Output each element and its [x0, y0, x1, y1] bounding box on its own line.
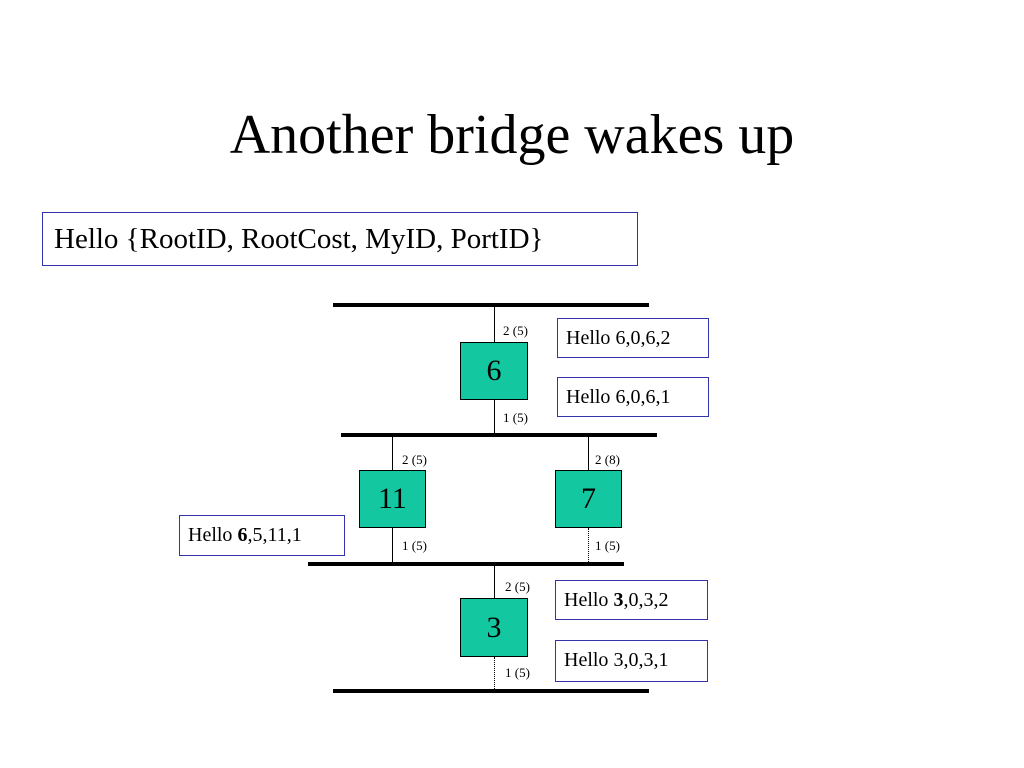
hello-message-bridge-11-port-1: Hello 6,5,11,1: [179, 515, 345, 556]
hello-format-legend: Hello {RootID, RootCost, MyID, PortID}: [42, 212, 638, 266]
lan-segment-lower-middle: [308, 562, 624, 566]
lan-segment-upper-middle: [341, 433, 657, 437]
hello-values: 6,0,6,1: [615, 386, 671, 408]
bridge-7-port-2-label: 2 (8): [595, 452, 620, 467]
bridge-11-port-1-label: 1 (5): [402, 538, 427, 553]
hello-prefix: Hello: [188, 524, 238, 546]
bridge-6-port-1-link: [494, 400, 495, 433]
hello-values: 6,0,6,2: [615, 327, 671, 349]
bridge-3-port-2-label: 2 (5): [505, 579, 530, 594]
bridge-7-port-1-link: [588, 528, 589, 562]
hello-values: ,5,11,1: [247, 524, 302, 546]
hello-values: ,0,3,2: [623, 589, 669, 611]
hello-message-bridge-3-port-1: Hello 3,0,3,1: [555, 640, 708, 682]
bridge-6-port-1-label: 1 (5): [503, 410, 528, 425]
slide-title: Another bridge wakes up: [229, 104, 795, 166]
bridge-11-port-1-link: [392, 528, 393, 562]
bridge-3-port-1-label: 1 (5): [505, 665, 530, 680]
hello-message-bridge-3-port-2: Hello 3,0,3,2: [555, 580, 708, 620]
bridge-11: 11: [359, 470, 426, 528]
bridge-6-port-2-link: [494, 307, 495, 342]
hello-prefix: Hello: [566, 327, 616, 349]
bridge-3: 3: [460, 598, 528, 657]
bridge-7: 7: [555, 470, 622, 528]
hello-message-bridge-6-port-2: Hello 6,0,6,2: [557, 318, 709, 358]
bridge-3-port-2-link: [494, 566, 495, 598]
bridge-6: 6: [460, 342, 528, 400]
bridge-7-port-1-label: 1 (5): [595, 538, 620, 553]
bridge-6-port-2-label: 2 (5): [503, 323, 528, 338]
hello-prefix: Hello: [564, 649, 614, 671]
hello-message-bridge-6-port-1: Hello 6,0,6,1: [557, 377, 709, 417]
bridge-11-port-2-label: 2 (5): [402, 452, 427, 467]
hello-values: 3,0,3,1: [613, 649, 669, 671]
lan-segment-bottom: [333, 689, 649, 693]
hello-prefix: Hello: [564, 589, 614, 611]
bridge-7-port-2-link: [588, 437, 589, 470]
hello-prefix: Hello: [566, 386, 616, 408]
bridge-11-port-2-link: [392, 437, 393, 470]
lan-segment-top: [333, 303, 649, 307]
hello-root-id-highlight: 3: [613, 589, 624, 611]
hello-root-id-highlight: 6: [237, 524, 248, 546]
bridge-3-port-1-link: [494, 657, 495, 689]
